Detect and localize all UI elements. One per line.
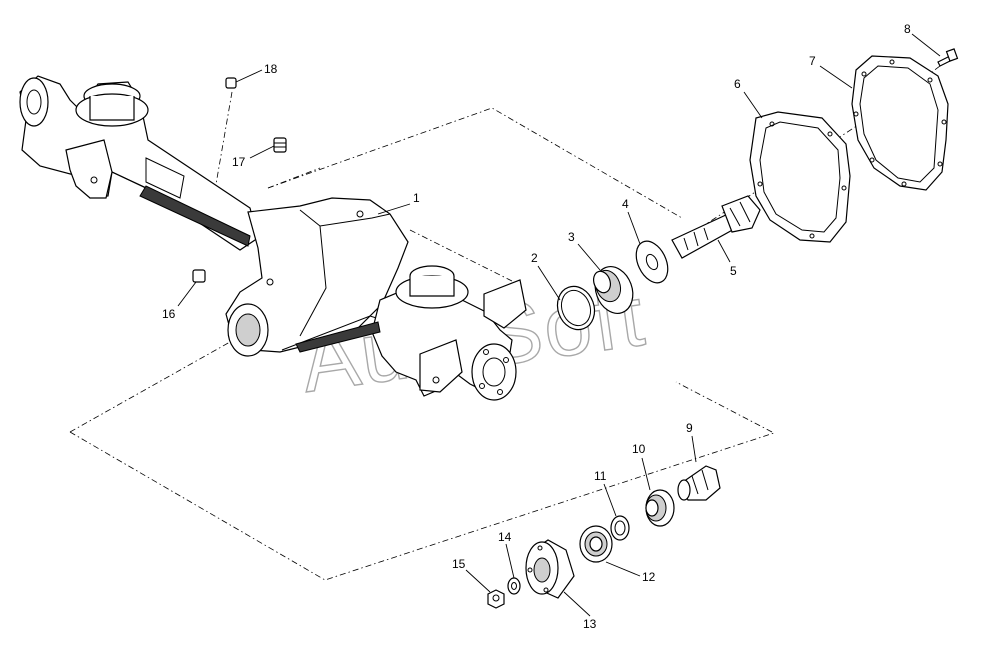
part-15-nut bbox=[487, 589, 505, 609]
callout-6: 6 bbox=[734, 77, 741, 91]
assembly-frame-upper bbox=[267, 107, 683, 219]
callout-1: 1 bbox=[413, 191, 420, 205]
callout-9: 9 bbox=[686, 421, 693, 435]
callout-2: 2 bbox=[531, 251, 538, 265]
callout-13: 13 bbox=[583, 617, 597, 631]
part-10-bearing bbox=[645, 489, 675, 527]
part-6-gasket bbox=[749, 111, 851, 243]
part-17-breather bbox=[273, 137, 287, 153]
part-16-filler-plug bbox=[192, 269, 206, 283]
differential-carrier bbox=[139, 185, 409, 357]
callout-4: 4 bbox=[622, 197, 629, 211]
leader-lines bbox=[177, 33, 941, 617]
callout-15: 15 bbox=[452, 557, 466, 571]
axis-line-vent bbox=[214, 91, 233, 191]
assembly-frame-left bbox=[69, 341, 231, 433]
callout-labels: 1 2 3 4 5 6 7 8 9 10 11 12 13 14 15 16 1… bbox=[162, 22, 911, 631]
callout-7: 7 bbox=[809, 54, 816, 68]
axle-housing-left bbox=[19, 75, 259, 251]
callout-17: 17 bbox=[232, 155, 246, 169]
callout-10: 10 bbox=[632, 442, 646, 456]
callout-16: 16 bbox=[162, 307, 176, 321]
callout-8: 8 bbox=[904, 22, 911, 36]
callout-3: 3 bbox=[568, 230, 575, 244]
callout-5: 5 bbox=[730, 264, 737, 278]
part-9-dust-boot bbox=[677, 465, 721, 501]
callout-18: 18 bbox=[264, 62, 278, 76]
part-13-companion-flange bbox=[525, 539, 575, 599]
part-14-washer bbox=[507, 577, 521, 595]
part-2-snap-ring bbox=[556, 285, 596, 331]
assembly-frame-lower bbox=[69, 381, 776, 581]
part-12-oil-seal bbox=[579, 525, 613, 563]
part-11-spacer-ring bbox=[610, 515, 630, 541]
part-8-bolt bbox=[937, 48, 959, 67]
part-4-shim bbox=[635, 240, 669, 284]
part-7-rear-cover bbox=[851, 55, 949, 191]
callout-14: 14 bbox=[498, 530, 512, 544]
part-3-bearing bbox=[592, 266, 634, 314]
callout-11: 11 bbox=[594, 469, 607, 483]
axle-housing-right bbox=[295, 265, 527, 401]
part-5-drive-pinion bbox=[671, 195, 761, 259]
callout-12: 12 bbox=[642, 570, 656, 584]
part-18-vent-plug bbox=[225, 77, 237, 89]
